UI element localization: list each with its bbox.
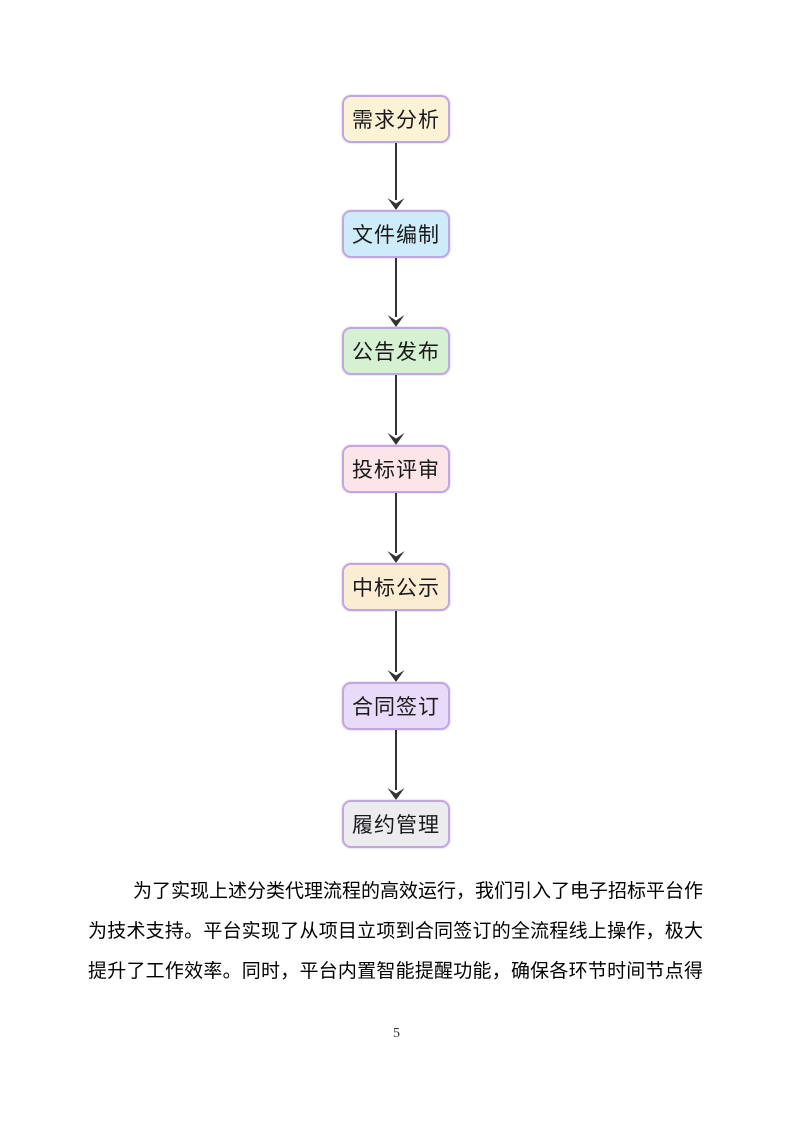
arrow-head-icon — [387, 551, 405, 563]
flow-arrow-5 — [386, 611, 406, 682]
arrow-head-icon — [387, 198, 405, 210]
arrow-head-icon — [387, 315, 405, 327]
flow-arrow-3 — [386, 375, 406, 445]
arrow-head-icon — [387, 788, 405, 800]
arrow-shaft — [395, 493, 397, 553]
flow-arrow-2 — [386, 258, 406, 327]
flow-node-winner-announcement: 中标公示 — [342, 563, 450, 611]
arrow-head-icon — [387, 670, 405, 682]
arrow-shaft — [395, 143, 397, 200]
paragraph-line: 提升了工作效率。同时，平台内置智能提醒功能，确保各环节时间节点得 — [88, 961, 703, 982]
arrow-shaft — [395, 258, 397, 317]
flow-arrow-1 — [386, 143, 406, 210]
flow-node-contract-signing: 合同签订 — [342, 682, 450, 730]
arrow-shaft — [395, 611, 397, 672]
flow-arrow-6 — [386, 730, 406, 800]
flow-node-requirements-analysis: 需求分析 — [342, 95, 450, 143]
flow-node-document-preparation: 文件编制 — [342, 210, 450, 258]
page-number: 5 — [393, 1026, 400, 1041]
flow-arrow-4 — [386, 493, 406, 563]
body-paragraph: 为了实现上述分类代理流程的高效运行，我们引入了电子招标平台作 为技术支持。平台实… — [88, 872, 703, 992]
flow-node-performance-management: 履约管理 — [342, 800, 450, 848]
flow-node-bid-evaluation: 投标评审 — [342, 445, 450, 493]
arrow-head-icon — [387, 433, 405, 445]
arrow-shaft — [395, 730, 397, 790]
flow-node-announcement-publication: 公告发布 — [342, 327, 450, 375]
paragraph-line: 为了实现上述分类代理流程的高效运行，我们引入了电子招标平台作 — [133, 881, 704, 902]
arrow-shaft — [395, 375, 397, 435]
paragraph-line: 为技术支持。平台实现了从项目立项到合同签订的全流程线上操作，极大 — [88, 921, 703, 942]
